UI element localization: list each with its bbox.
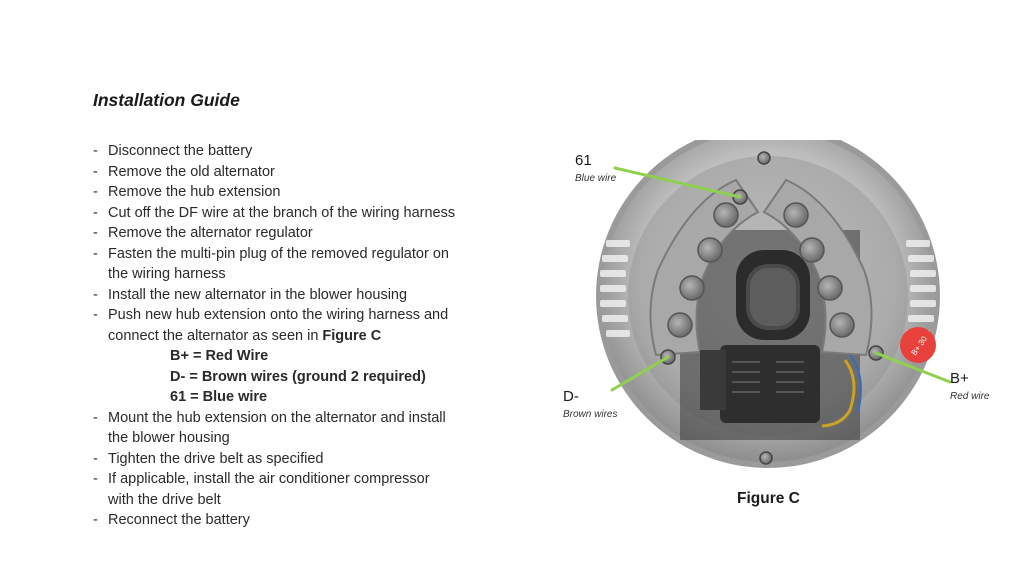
installation-steps: -Disconnect the battery -Remove the old …: [93, 141, 513, 531]
label-d-minus-sub: Brown wires: [563, 409, 618, 420]
leader-line-b-plus: [874, 351, 952, 384]
leader-line-61: [613, 166, 742, 199]
label-b-plus: B+: [950, 370, 969, 387]
list-item: -Fasten the multi-pin plug of the remove…: [93, 245, 449, 283]
alternator-illustration: B+ 30: [596, 124, 952, 468]
list-item: -Reconnect the battery: [93, 512, 250, 528]
list-item: -Cut off the DF wire at the branch of th…: [93, 204, 456, 221]
list-item: -Tighten the drive belt as specified: [93, 450, 324, 467]
list-item: -Install the new alternator in the blowe…: [93, 286, 408, 303]
label-d-minus: D-: [563, 388, 579, 405]
wire-spec-d-minus: D- = Brown wires (ground 2 required): [170, 368, 426, 385]
leader-line-d-minus: [610, 355, 670, 392]
figure-caption: Figure C: [737, 490, 800, 507]
label-61-sub: Blue wire: [575, 173, 617, 184]
alternator-figure: B+ 30 61 Blue wire D- Brown wires B+ Red…: [560, 124, 1000, 480]
regulator: [720, 345, 820, 423]
list-item: -Disconnect the battery: [93, 143, 253, 159]
list-item: -If applicable, install the air conditio…: [93, 471, 430, 508]
wire-spec-61: 61 = Blue wire: [170, 389, 268, 405]
label-b-plus-sub: Red wire: [950, 391, 990, 402]
list-item: -Push new hub extension onto the wiring …: [93, 307, 449, 344]
page-title: Installation Guide: [93, 90, 240, 110]
wire-spec-b-plus: B+ = Red Wire: [170, 348, 269, 364]
blue-wire: [849, 354, 862, 413]
list-item: -Remove the hub extension: [93, 184, 281, 200]
figure-reference: Figure C: [322, 327, 382, 344]
b-plus-sticker: [900, 327, 936, 363]
brown-wire: [821, 359, 856, 428]
list-item: -Mount the hub extension on the alternat…: [93, 409, 446, 447]
list-item: -Remove the alternator regulator: [93, 225, 313, 241]
list-item: -Remove the old alternator: [93, 163, 275, 180]
label-61: 61: [575, 152, 592, 169]
